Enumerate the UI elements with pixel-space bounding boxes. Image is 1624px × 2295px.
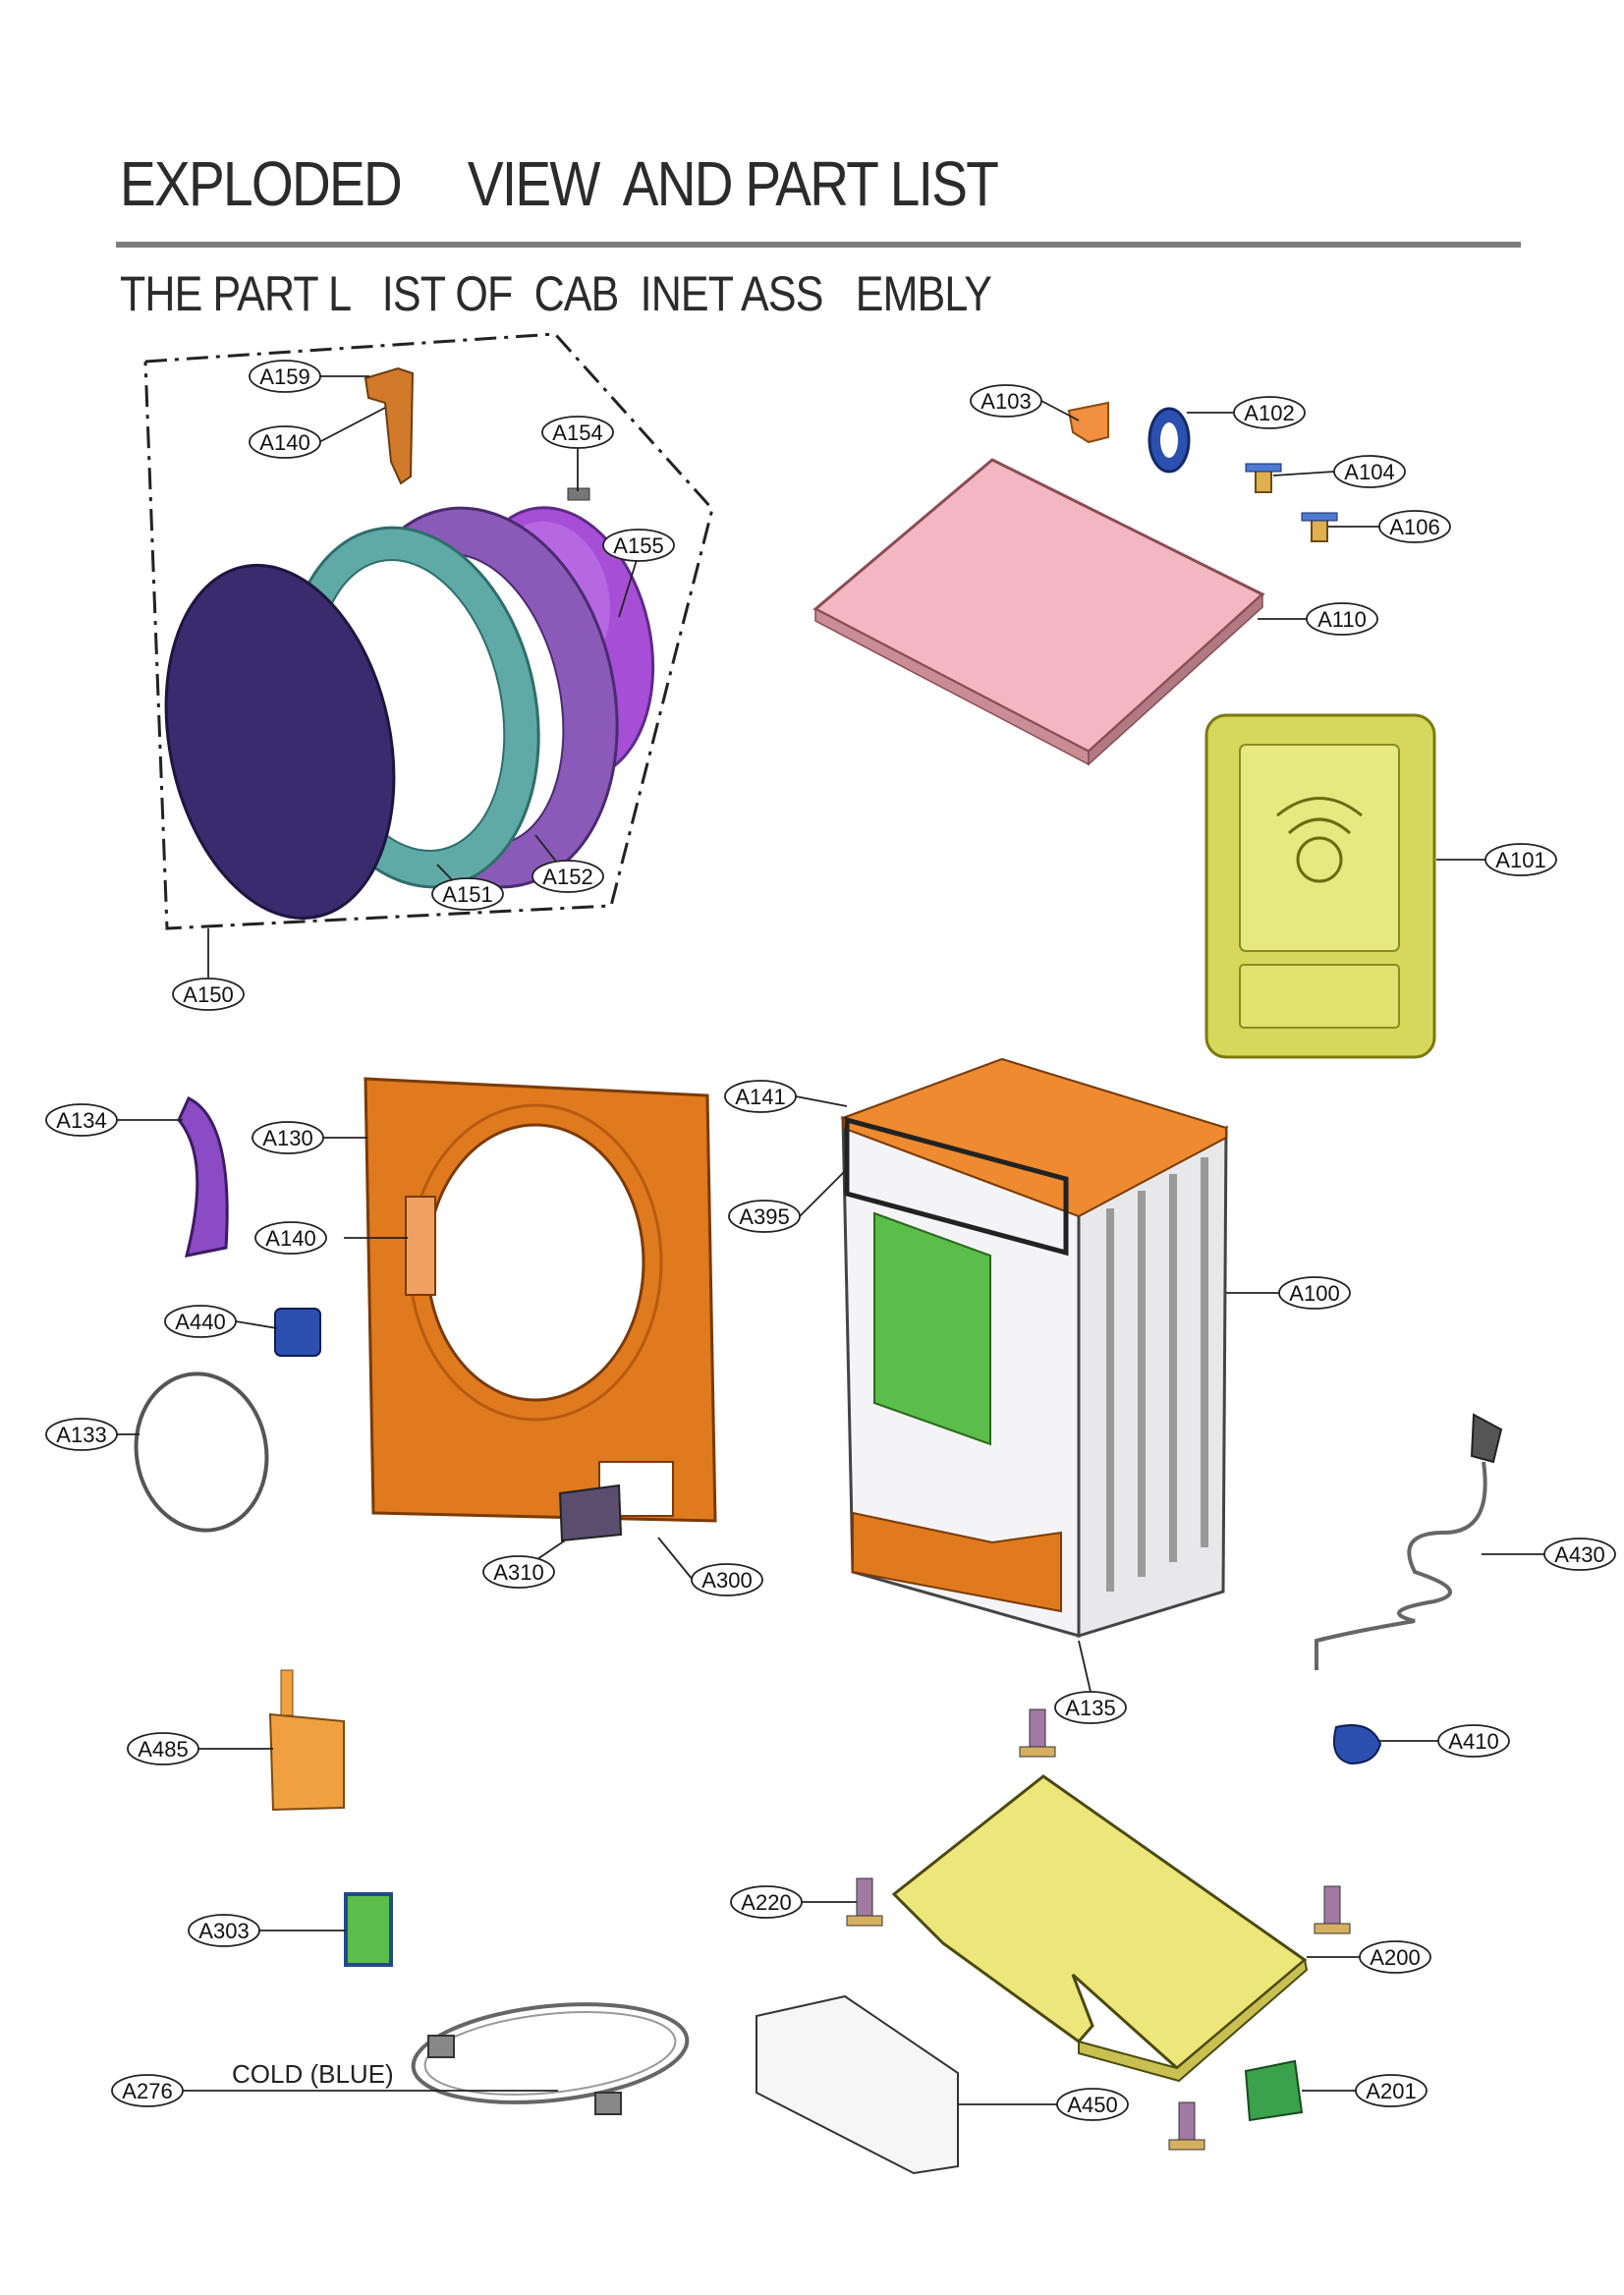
door-assembly bbox=[143, 332, 714, 930]
callout-a135[interactable]: A135 bbox=[1054, 1691, 1127, 1724]
callout-a276[interactable]: A276 bbox=[111, 2074, 184, 2107]
pcb-bracket bbox=[268, 1669, 345, 1812]
svg-text:A100: A100 bbox=[1289, 1281, 1339, 1306]
svg-text:A106: A106 bbox=[1389, 515, 1439, 539]
page-title: EXPLODED VIEW AND PART LIST bbox=[120, 148, 999, 219]
svg-text:A140: A140 bbox=[259, 430, 309, 455]
callout-a440[interactable]: A440 bbox=[164, 1305, 237, 1338]
door-glass bbox=[164, 563, 396, 921]
valve-part-a106 bbox=[1301, 512, 1338, 542]
page-subtitle: THE PART L IST OF CAB INET ASS EMBLY bbox=[120, 266, 992, 321]
svg-text:A450: A450 bbox=[1067, 2093, 1117, 2117]
callout-a100[interactable]: A100 bbox=[1278, 1276, 1351, 1310]
callout-a303[interactable]: A303 bbox=[188, 1914, 260, 1947]
callout-a220[interactable]: A220 bbox=[730, 1885, 803, 1919]
svg-text:A155: A155 bbox=[613, 533, 663, 558]
svg-text:A102: A102 bbox=[1244, 401, 1294, 425]
svg-text:A159: A159 bbox=[259, 364, 309, 389]
door-assembly-boundary bbox=[143, 332, 714, 930]
callout-a140-panel[interactable]: A140 bbox=[254, 1221, 327, 1255]
callout-a154[interactable]: A154 bbox=[541, 416, 614, 449]
callout-a130[interactable]: A130 bbox=[252, 1121, 324, 1154]
filter-cover-bracket bbox=[756, 1994, 959, 2175]
clip-part bbox=[1067, 401, 1109, 444]
back-panel bbox=[1204, 713, 1436, 1059]
cabinet bbox=[840, 1057, 1229, 1639]
callout-a155[interactable]: A155 bbox=[602, 529, 675, 562]
base-feet bbox=[846, 1708, 1351, 2151]
svg-text:A140: A140 bbox=[265, 1226, 315, 1251]
svg-text:A300: A300 bbox=[701, 1568, 752, 1593]
callout-a159[interactable]: A159 bbox=[249, 360, 321, 393]
svg-text:A101: A101 bbox=[1495, 848, 1545, 872]
svg-text:A130: A130 bbox=[262, 1126, 312, 1150]
detergent-drawer-cover bbox=[558, 1483, 623, 1542]
svg-text:A303: A303 bbox=[198, 1919, 249, 1943]
door-handle-part bbox=[364, 366, 415, 485]
water-level-sensor bbox=[1332, 1724, 1382, 1765]
top-plate bbox=[812, 458, 1265, 766]
callout-a310[interactable]: A310 bbox=[482, 1555, 555, 1589]
svg-text:A430: A430 bbox=[1554, 1542, 1604, 1567]
callout-a134[interactable]: A134 bbox=[45, 1103, 118, 1137]
callout-a430[interactable]: A430 bbox=[1543, 1538, 1616, 1571]
door-hinge-part bbox=[567, 487, 590, 501]
callout-a106[interactable]: A106 bbox=[1378, 510, 1451, 543]
callout-a103[interactable]: A103 bbox=[970, 384, 1042, 418]
title-divider bbox=[116, 242, 1521, 248]
noise-filter-part bbox=[344, 1892, 393, 1967]
callout-a141[interactable]: A141 bbox=[724, 1080, 797, 1113]
callout-a300[interactable]: A300 bbox=[691, 1563, 763, 1596]
callout-a200[interactable]: A200 bbox=[1359, 1940, 1431, 1974]
callout-a410[interactable]: A410 bbox=[1437, 1724, 1510, 1758]
callout-a395[interactable]: A395 bbox=[728, 1200, 801, 1233]
svg-text:A135: A135 bbox=[1065, 1696, 1115, 1720]
hose-caption: COLD (BLUE) bbox=[232, 2059, 394, 2089]
front-panel bbox=[364, 1077, 717, 1523]
svg-text:A104: A104 bbox=[1344, 460, 1394, 484]
power-cord bbox=[1315, 1413, 1503, 1670]
svg-text:A154: A154 bbox=[552, 420, 602, 445]
callout-a110[interactable]: A110 bbox=[1306, 602, 1378, 636]
callout-a133[interactable]: A133 bbox=[45, 1418, 118, 1451]
svg-text:A134: A134 bbox=[56, 1108, 106, 1133]
inlet-hose bbox=[411, 2002, 690, 2115]
svg-text:A200: A200 bbox=[1370, 1945, 1420, 1970]
door-latch-handle bbox=[177, 1095, 229, 1258]
svg-text:A151: A151 bbox=[442, 882, 492, 907]
callout-a101[interactable]: A101 bbox=[1484, 843, 1557, 876]
callout-a201[interactable]: A201 bbox=[1355, 2074, 1428, 2107]
svg-text:A152: A152 bbox=[542, 865, 592, 889]
svg-text:A485: A485 bbox=[138, 1737, 188, 1762]
svg-text:A395: A395 bbox=[739, 1204, 789, 1229]
callout-a102[interactable]: A102 bbox=[1233, 396, 1306, 429]
svg-text:A133: A133 bbox=[56, 1423, 106, 1447]
callout-a150[interactable]: A150 bbox=[172, 978, 245, 1011]
leveling-bracket bbox=[1244, 2059, 1304, 2122]
svg-text:A310: A310 bbox=[493, 1560, 543, 1585]
svg-text:A440: A440 bbox=[175, 1310, 225, 1334]
callout-a152[interactable]: A152 bbox=[532, 860, 604, 893]
valve-part-a104 bbox=[1245, 463, 1282, 493]
svg-text:A410: A410 bbox=[1448, 1729, 1498, 1754]
callout-a104[interactable]: A104 bbox=[1333, 455, 1406, 488]
svg-text:A103: A103 bbox=[980, 389, 1031, 414]
callout-a450[interactable]: A450 bbox=[1056, 2088, 1129, 2121]
door-lock-switch bbox=[274, 1308, 321, 1357]
callout-a140-door[interactable]: A140 bbox=[249, 425, 321, 459]
svg-text:A150: A150 bbox=[183, 982, 233, 1007]
svg-text:A141: A141 bbox=[735, 1085, 785, 1109]
svg-text:A201: A201 bbox=[1366, 2079, 1416, 2103]
callout-a485[interactable]: A485 bbox=[127, 1732, 199, 1765]
base-frame bbox=[891, 1774, 1309, 2083]
svg-text:A276: A276 bbox=[122, 2079, 172, 2103]
callout-a151[interactable]: A151 bbox=[431, 877, 504, 911]
gasket-clamp-wire bbox=[134, 1371, 269, 1533]
leader-lines bbox=[117, 375, 1544, 2105]
svg-text:A110: A110 bbox=[1317, 607, 1367, 632]
svg-text:A220: A220 bbox=[741, 1890, 791, 1915]
